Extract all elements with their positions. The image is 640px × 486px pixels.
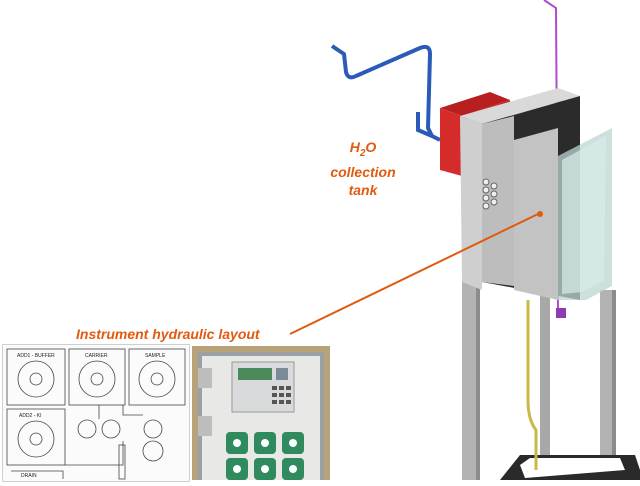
leader-line xyxy=(289,213,539,335)
instrument-cabinet xyxy=(460,88,612,300)
instrument-photo xyxy=(192,346,330,480)
blue-pipe xyxy=(330,44,441,142)
pump-label-buffer: ADD1 - BUFFER xyxy=(17,353,55,359)
pump-label-ki: ADD2 - KI xyxy=(19,413,42,419)
hydraulic-layout-label: Instrument hydraulic layout xyxy=(76,326,260,342)
hydraulic-schematic: ADD1 - BUFFER CARRIER SAMPLE ADD2 - KI D… xyxy=(2,344,190,482)
pump-label-sample: SAMPLE xyxy=(145,353,166,359)
cabinet-connectors xyxy=(482,178,498,210)
pump-label-carrier: CARRIER xyxy=(85,353,108,359)
yellow-pipe xyxy=(526,300,538,470)
collection-tank-label: H2O collection tank xyxy=(330,139,396,198)
drain-label: DRAIN xyxy=(21,473,37,479)
